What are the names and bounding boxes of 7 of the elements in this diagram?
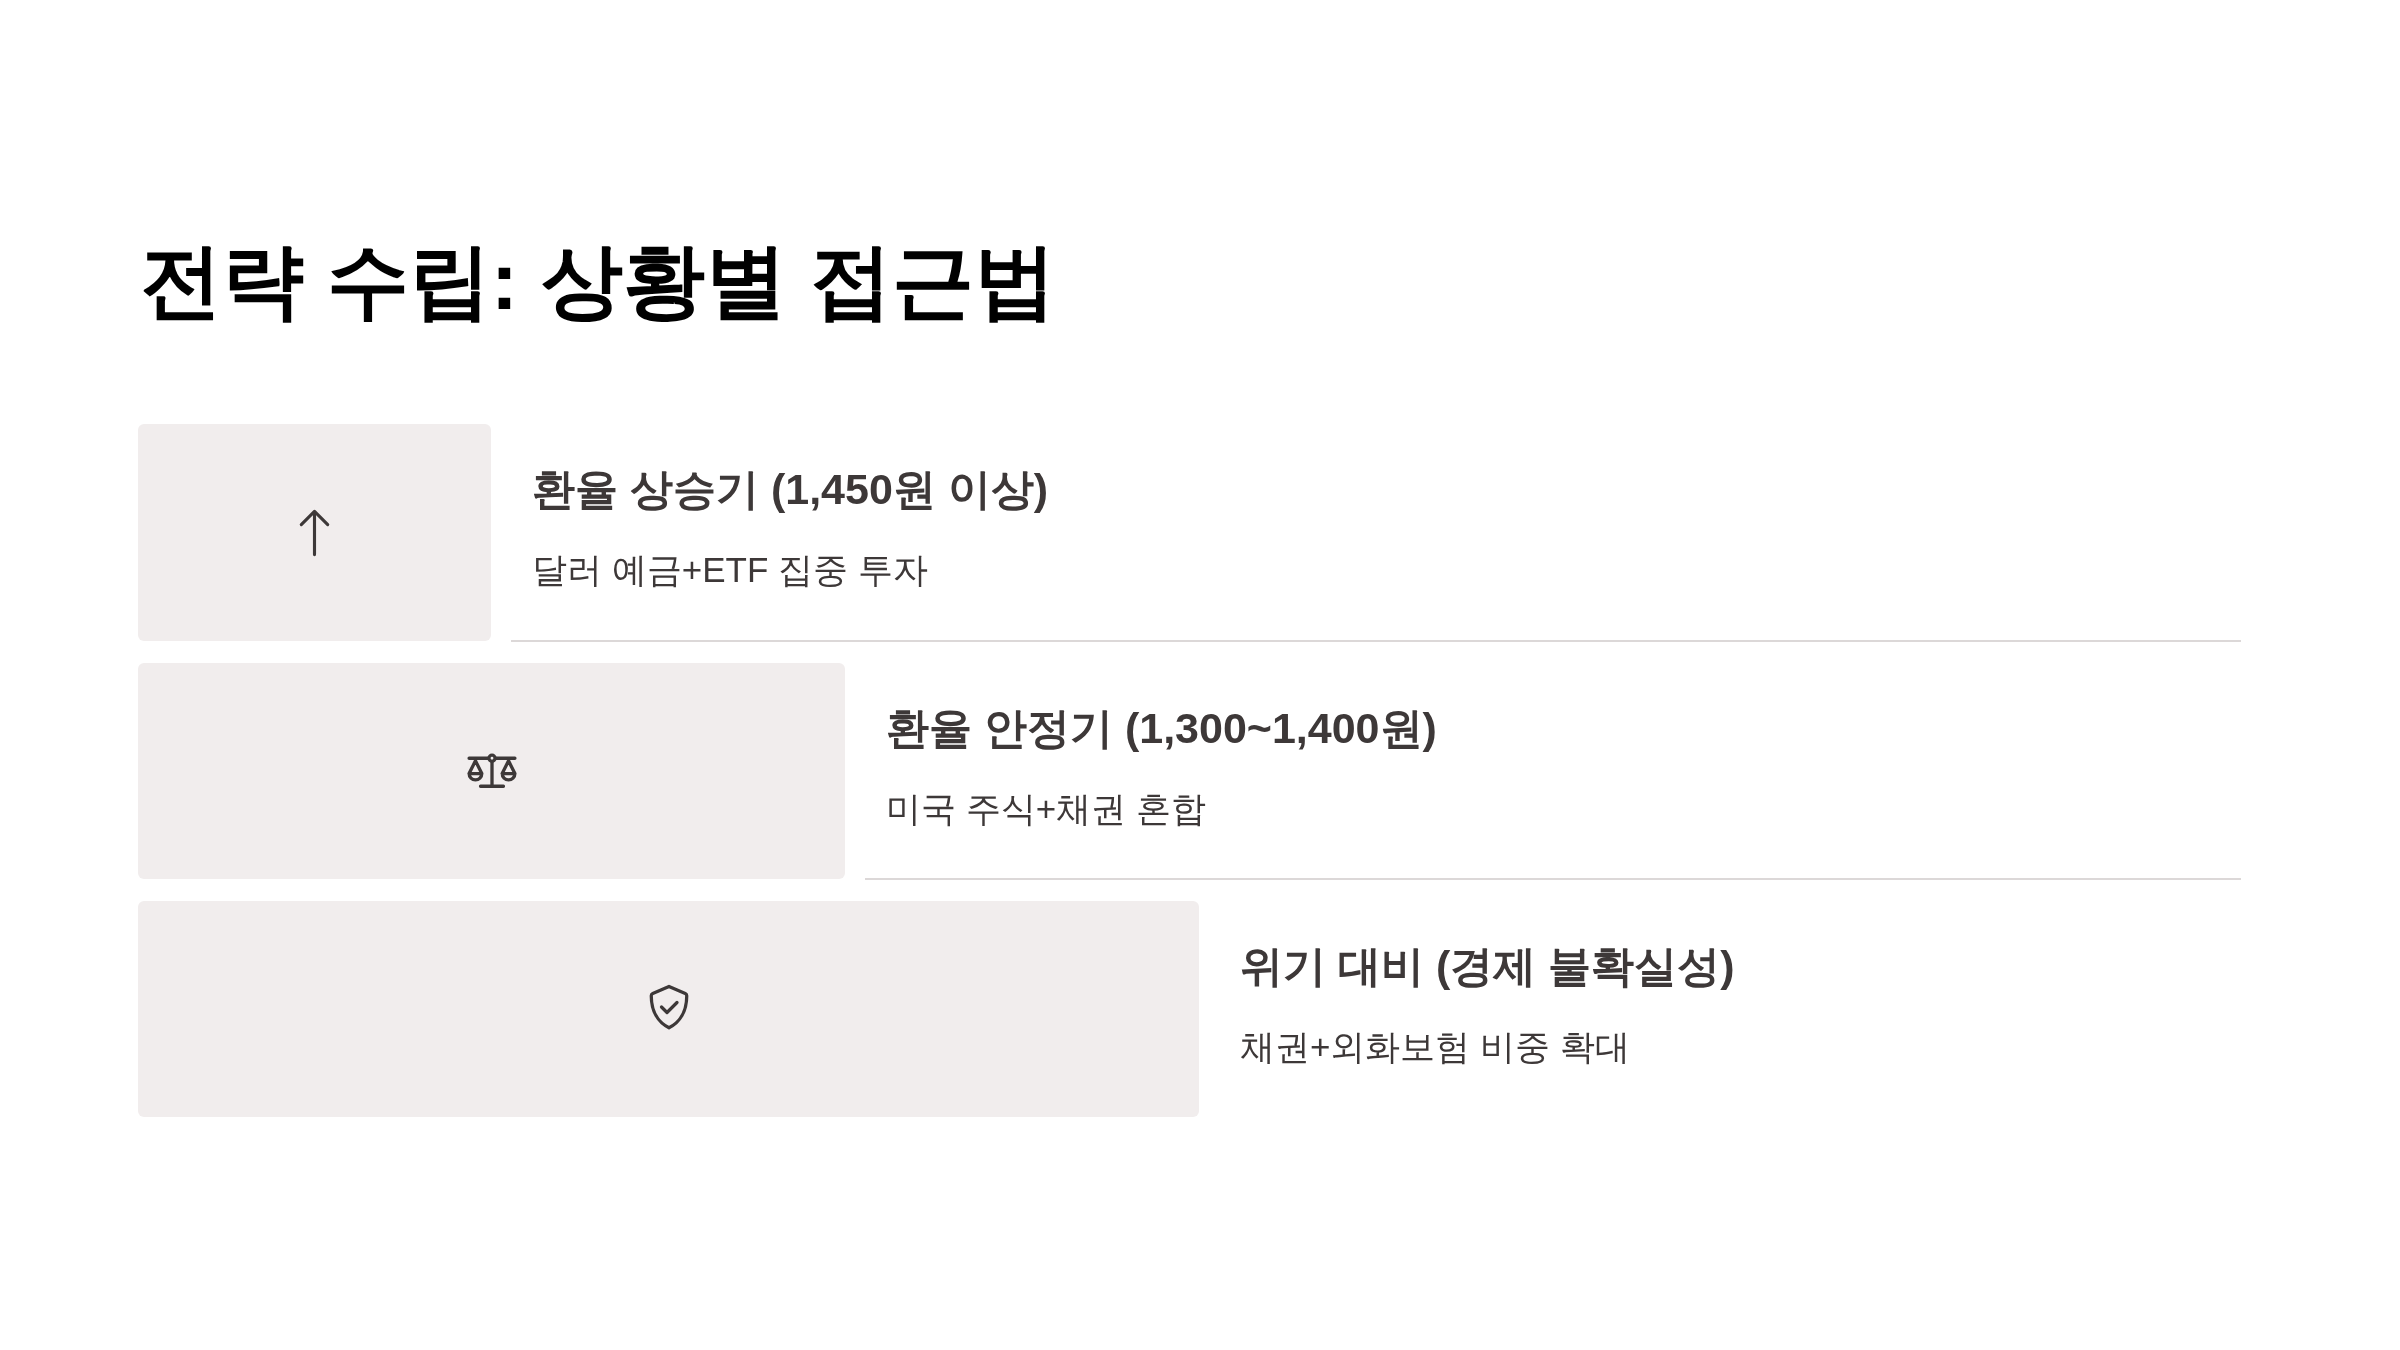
strategy-text: 달러 예금+ETF 집중 투자 xyxy=(532,549,928,591)
scenario-heading: 위기 대비 (경제 불확실성) xyxy=(1240,941,1735,992)
strategy-text: 미국 주식+채권 혼합 xyxy=(886,788,1206,830)
scenario-heading: 환율 안정기 (1,300~1,400원) xyxy=(886,703,1437,754)
scenario-heading: 환율 상승기 (1,450원 이상) xyxy=(532,464,1049,515)
title: 전략 수립: 상황별 접근법 xyxy=(140,234,1056,328)
strategy-text: 채권+외화보험 비중 확대 xyxy=(1240,1026,1630,1068)
